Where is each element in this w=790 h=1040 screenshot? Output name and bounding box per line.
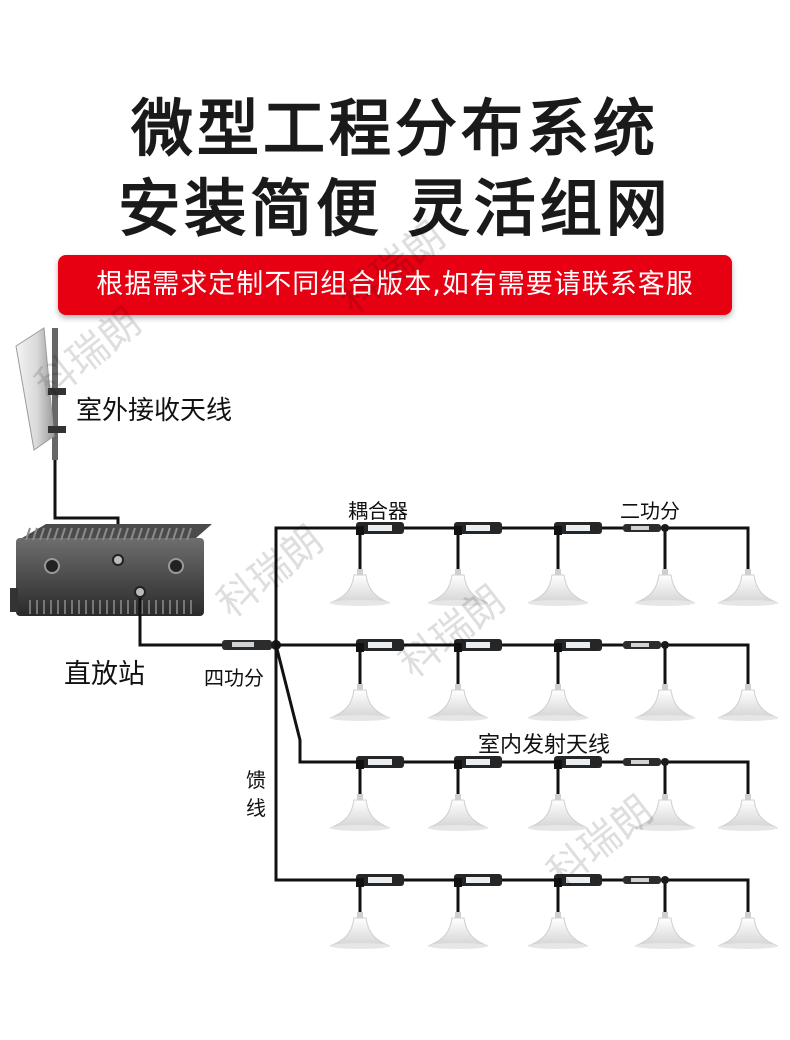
antenna-branch-row (329, 756, 779, 831)
indoor-ceiling-antenna-icon (427, 569, 489, 606)
four-way-splitter-icon (222, 640, 281, 650)
antenna-branch-row (329, 874, 779, 949)
indoor-ceiling-antenna-icon (427, 912, 489, 949)
repeater-label: 直放站 (64, 659, 145, 690)
coupler-icon (454, 874, 502, 887)
indoor-ceiling-antenna-icon (634, 684, 696, 721)
branch-cable-1 (274, 526, 665, 645)
two-way-splitter-icon (623, 524, 669, 532)
coupler-label: 耦合器 (348, 499, 408, 523)
coupler-icon (554, 756, 602, 769)
antenna-branch-row (329, 639, 779, 721)
indoor-ceiling-antenna-icon (527, 684, 589, 721)
indoor-ceiling-antenna-icon (634, 794, 696, 831)
outdoor-antenna-label: 室外接收天线 (76, 396, 233, 426)
branch-cable-4 (274, 645, 665, 882)
two-way-splitter-label: 二功分 (620, 499, 680, 523)
four-way-splitter-label: 四功分 (204, 666, 264, 690)
coupler-icon (356, 874, 404, 887)
indoor-ceiling-antenna-icon (329, 569, 391, 606)
indoor-ceiling-antenna-icon (527, 794, 589, 831)
two-way-splitter-icon (623, 641, 669, 649)
coupler-icon (554, 639, 602, 652)
coupler-icon (454, 522, 502, 535)
coupler-icon (356, 639, 404, 652)
indoor-ceiling-antenna-icon (427, 684, 489, 721)
indoor-ceiling-antenna-icon (717, 912, 779, 949)
indoor-ceiling-antenna-icon (527, 569, 589, 606)
indoor-antenna-label: 室内发射天线 (478, 733, 611, 758)
headline-line-2: 安装简便 灵活组网 (118, 172, 672, 245)
coupler-icon (554, 522, 602, 535)
feeder-label: 馈线 (246, 768, 266, 820)
indoor-ceiling-antenna-icon (717, 569, 779, 606)
repeater-unit-icon (10, 524, 212, 616)
indoor-ceiling-antenna-icon (527, 912, 589, 949)
indoor-ceiling-antenna-icon (717, 684, 779, 721)
indoor-ceiling-antenna-icon (717, 794, 779, 831)
coupler-icon (356, 522, 404, 535)
headline-line-1: 微型工程分布系统 (130, 92, 659, 165)
two-way-splitter-icon (623, 876, 669, 884)
coupler-icon (356, 756, 404, 769)
coupler-icon (554, 874, 602, 887)
indoor-ceiling-antenna-icon (427, 794, 489, 831)
indoor-ceiling-antenna-icon (329, 794, 391, 831)
custom-order-banner: 根据需求定制不同组合版本,如有需要请联系客服 (58, 255, 732, 315)
outdoor-antenna-icon (15, 327, 66, 460)
coupler-icon (454, 756, 502, 769)
two-way-splitter-icon (623, 758, 669, 766)
antenna-branch-row (329, 522, 779, 606)
coupler-icon (454, 639, 502, 652)
indoor-ceiling-antenna-icon (634, 569, 696, 606)
indoor-ceiling-antenna-icon (634, 912, 696, 949)
indoor-ceiling-antenna-icon (329, 684, 391, 721)
indoor-ceiling-antenna-icon (329, 912, 391, 949)
